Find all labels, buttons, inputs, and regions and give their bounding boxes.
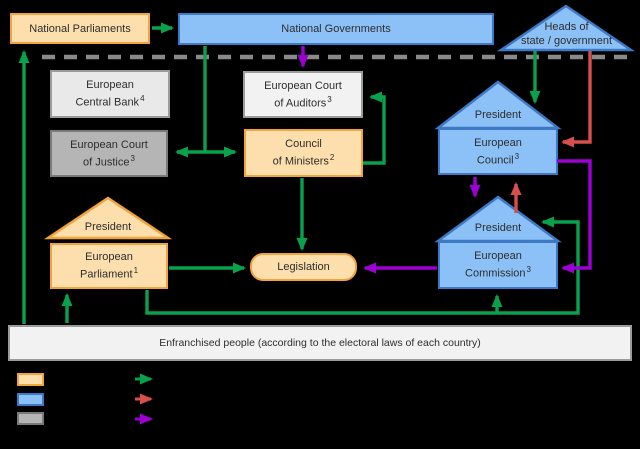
node-label: European Council3: [474, 136, 522, 168]
node-label: European Parliament1: [80, 250, 138, 282]
node-european-commission: European Commission3: [438, 241, 558, 289]
node-european-court-of-auditors: European Court of Auditors3: [243, 71, 363, 118]
superscript: 2: [329, 153, 335, 163]
edge-ministers-to-court-of-auditors: [363, 91, 386, 165]
node-label: National Parliaments: [29, 22, 131, 35]
commission-president-label: President: [474, 222, 522, 234]
label-line: Parliament1: [79, 266, 139, 281]
node-label: Council of Ministers2: [273, 137, 335, 169]
node-heads-of-state-label: Heads of state / government: [501, 20, 632, 48]
label-line: European Court: [264, 79, 342, 92]
label-line: Council3: [476, 151, 520, 167]
label-line: European: [85, 251, 133, 264]
node-label: National Governments: [281, 23, 391, 35]
node-label: European Central Bank4: [75, 78, 144, 110]
node-label: Legislation: [277, 261, 330, 273]
label-line: European: [86, 79, 134, 92]
superscript: 3: [327, 94, 332, 104]
node-label: Enfranchised people (according to the el…: [159, 337, 481, 349]
node-european-council: European Council3: [438, 128, 558, 175]
superscript: 3: [526, 265, 531, 275]
node-national-parliaments: National Parliaments: [10, 13, 150, 44]
node-european-parliament: European Parliament1: [50, 243, 168, 289]
council-president-label: President: [474, 109, 522, 121]
node-legislation: Legislation: [250, 253, 357, 281]
edge-heads-to-european-council: [561, 51, 592, 148]
label-line: of Auditors3: [274, 94, 332, 110]
node-label: European Commission3: [465, 249, 531, 281]
parliament-president-label: President: [84, 221, 132, 233]
superscript: 3: [130, 153, 135, 163]
node-european-court-of-justice: European Court of Justice3: [50, 130, 168, 177]
legend-gray-swatch: [17, 412, 44, 425]
superscript: 3: [514, 151, 520, 161]
label-line: of Ministers2: [272, 153, 335, 168]
legend-blue-swatch: [17, 393, 44, 406]
label-line: Heads of: [544, 21, 589, 33]
label-line: state / government: [520, 35, 613, 47]
node-label: European Court of Auditors3: [264, 79, 342, 111]
node-council-of-ministers: Council of Ministers2: [244, 129, 363, 177]
label-line: Commission3: [465, 265, 531, 280]
edge-council-to-commission: [557, 159, 592, 274]
label-line: European: [474, 136, 522, 149]
label-line: European Court: [70, 138, 148, 151]
node-label: European Court of Justice3: [70, 138, 148, 170]
bar-enfranchised-people: Enfranchised people (according to the el…: [8, 325, 632, 361]
label-line: of Justice3: [83, 153, 135, 169]
label-line: Central Bank4: [75, 94, 145, 109]
superscript: 4: [140, 94, 145, 104]
node-european-central-bank: European Central Bank4: [50, 70, 170, 118]
superscript: 1: [133, 266, 139, 276]
label-line: Council: [285, 138, 322, 151]
label-line: European: [474, 250, 522, 263]
node-national-governments: National Governments: [178, 13, 494, 45]
legend-orange-swatch: [17, 373, 44, 386]
